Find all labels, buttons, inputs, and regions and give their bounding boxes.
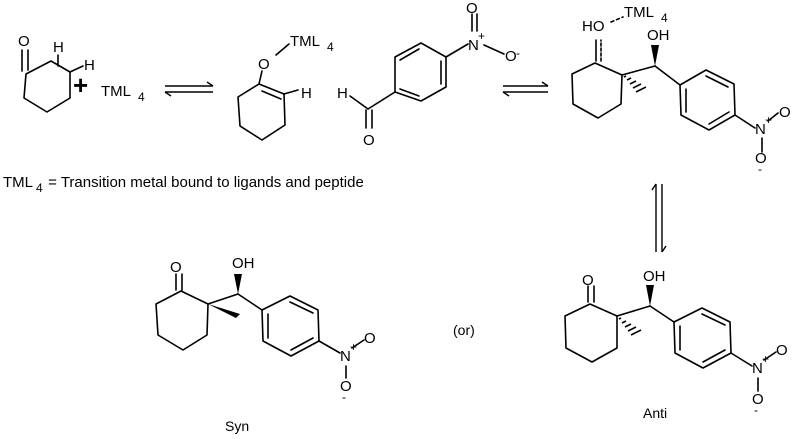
legend-subscript: 4 xyxy=(36,181,43,195)
atom-o: O xyxy=(755,150,767,167)
tml-label: TML xyxy=(290,33,320,50)
anti-label: Anti xyxy=(643,405,667,421)
atom-oh: OH xyxy=(232,255,255,272)
metal-enolate: O TML 4 H xyxy=(237,33,334,141)
charge-plus: + xyxy=(478,29,485,43)
tml-subscript: 4 xyxy=(661,11,668,25)
equilibrium-arrow-vertical xyxy=(651,183,667,253)
atom-o: O xyxy=(364,330,376,347)
charge-minus: - xyxy=(758,162,762,176)
tml4-reagent: TML 4 xyxy=(101,83,145,104)
charge-minus: - xyxy=(516,46,520,60)
nitrobenzaldehyde: H O N + O O - xyxy=(337,0,520,149)
atom-oh: OH xyxy=(643,268,666,285)
tml-label: TML xyxy=(624,4,654,21)
or-label: (or) xyxy=(453,322,475,338)
atom-o: O xyxy=(582,272,594,289)
tml-subscript: 4 xyxy=(138,90,145,104)
atom-n: N xyxy=(468,37,479,54)
anti-product: O OH N + O O - xyxy=(564,268,788,417)
tml-legend: TML 4 = Transition metal bound to ligand… xyxy=(3,174,364,195)
syn-product: O OH N + O O - xyxy=(155,255,376,404)
atom-o: O xyxy=(258,56,270,73)
atom-o: O xyxy=(779,104,791,121)
tml-label: TML xyxy=(101,83,131,100)
charge-plus: + xyxy=(762,352,769,366)
hashed-bond xyxy=(623,75,647,93)
atom-h: H xyxy=(301,85,312,102)
atom-o: O xyxy=(340,378,352,395)
legend-text: = Transition metal bound to ligands and … xyxy=(44,174,364,191)
charge-minus: - xyxy=(342,390,346,404)
atom-n: N xyxy=(340,348,351,365)
charge-plus: + xyxy=(765,113,772,127)
plus-sign: + xyxy=(73,70,88,100)
atom-oh: OH xyxy=(647,27,670,44)
equilibrium-arrow xyxy=(502,81,549,97)
legend-prefix: TML xyxy=(3,174,33,191)
tml-subscript: 4 xyxy=(327,40,334,54)
aldol-intermediate: HO TML 4 OH N + O O - xyxy=(571,4,791,176)
atom-o: O xyxy=(170,259,182,276)
atom-o: O xyxy=(363,132,375,149)
atom-n: N xyxy=(755,121,766,138)
charge-plus: + xyxy=(350,340,357,354)
charge-minus: - xyxy=(754,403,758,417)
cyclohexanone: O H H xyxy=(18,33,95,113)
atom-h: H xyxy=(53,39,64,56)
hashed-bond xyxy=(618,317,642,336)
atom-h: H xyxy=(84,57,95,74)
atom-ho: HO xyxy=(582,18,605,35)
atom-o: O xyxy=(466,0,478,17)
syn-label: Syn xyxy=(225,418,249,434)
atom-h: H xyxy=(337,85,348,102)
atom-n: N xyxy=(752,360,763,377)
atom-o: O xyxy=(752,391,764,408)
equilibrium-arrow xyxy=(164,81,214,97)
atom-o: O xyxy=(505,48,517,65)
atom-o: O xyxy=(18,33,30,50)
atom-o: O xyxy=(776,342,788,359)
